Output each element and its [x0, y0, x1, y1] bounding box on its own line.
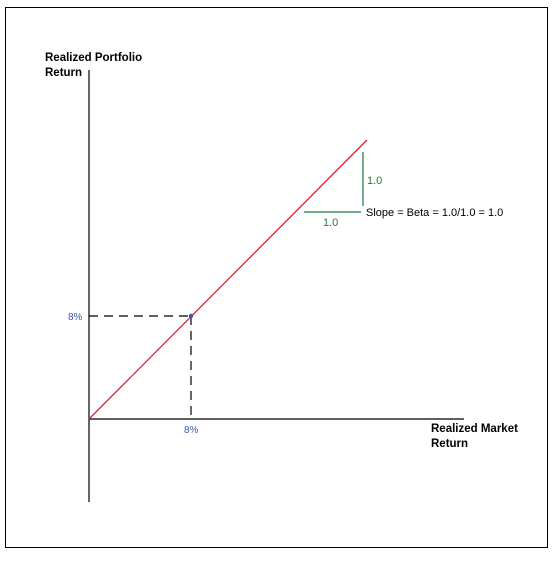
y-axis-title-line-1: Realized Portfolio — [45, 52, 142, 64]
slope-annotation: Slope = Beta = 1.0/1.0 = 1.0 — [366, 207, 503, 219]
y-axis-title-line-2: Return — [45, 67, 82, 79]
highlighted-point — [188, 313, 194, 319]
diagram-frame — [5, 7, 548, 548]
run-label: 1.0 — [323, 217, 338, 229]
x-axis-title-line-2: Return — [431, 438, 468, 450]
characteristic-line — [88, 139, 368, 420]
x-axis-title: Realized Market Return — [431, 423, 521, 450]
point-x-label: 8% — [184, 425, 199, 436]
point-y-label: 8% — [68, 312, 83, 323]
x-axis-title-line-1: Realized Market — [431, 423, 518, 435]
y-axis-title: Realized Portfolio Return — [45, 52, 145, 79]
rise-label: 1.0 — [367, 175, 382, 187]
